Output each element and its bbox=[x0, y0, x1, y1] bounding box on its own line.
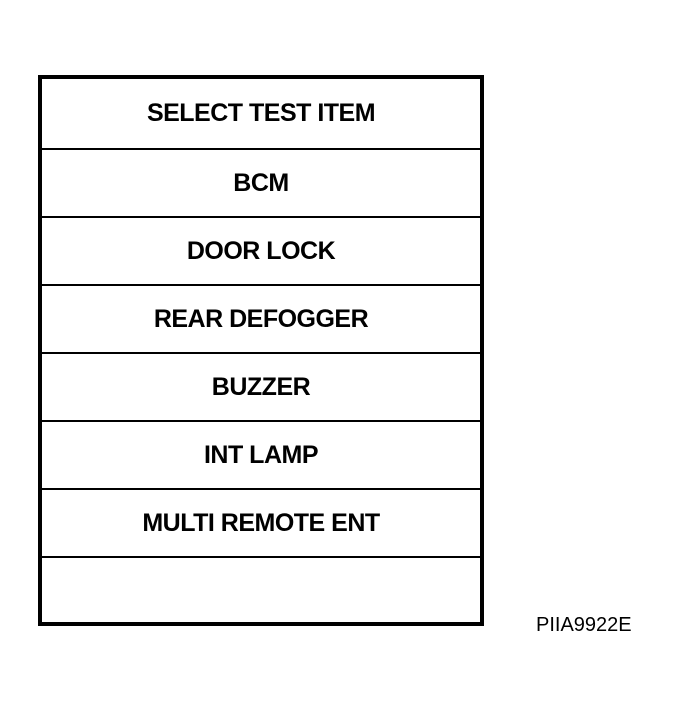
menu-item-bcm[interactable]: BCM bbox=[42, 150, 480, 218]
menu-item-buzzer[interactable]: BUZZER bbox=[42, 354, 480, 422]
menu-item-rear-defogger[interactable]: REAR DEFOGGER bbox=[42, 286, 480, 354]
menu-title: SELECT TEST ITEM bbox=[42, 79, 480, 150]
menu-item-int-lamp[interactable]: INT LAMP bbox=[42, 422, 480, 490]
menu-item-door-lock[interactable]: DOOR LOCK bbox=[42, 218, 480, 286]
menu-item-multi-remote-ent[interactable]: MULTI REMOTE ENT bbox=[42, 490, 480, 558]
figure-id-label: PIIA9922E bbox=[536, 614, 632, 636]
menu-item-empty bbox=[42, 558, 480, 622]
test-item-menu: SELECT TEST ITEM BCM DOOR LOCK REAR DEFO… bbox=[38, 75, 484, 626]
